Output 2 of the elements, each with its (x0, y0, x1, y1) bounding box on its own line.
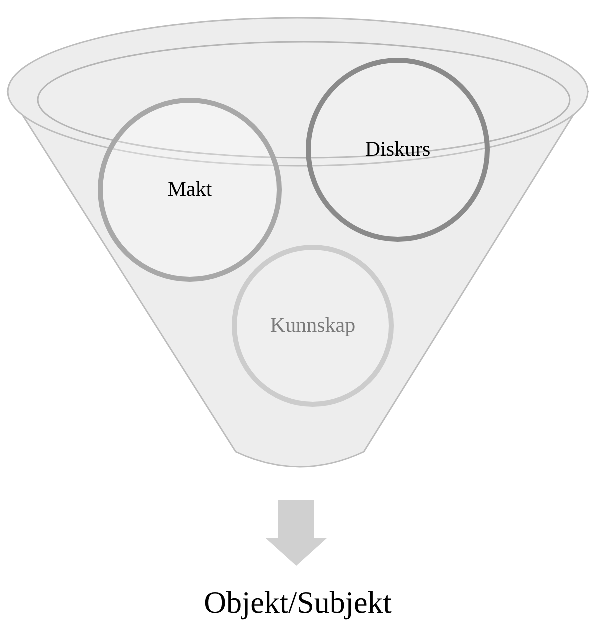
arrow (266, 500, 328, 566)
result-label: Objekt/Subjekt (150, 583, 446, 623)
